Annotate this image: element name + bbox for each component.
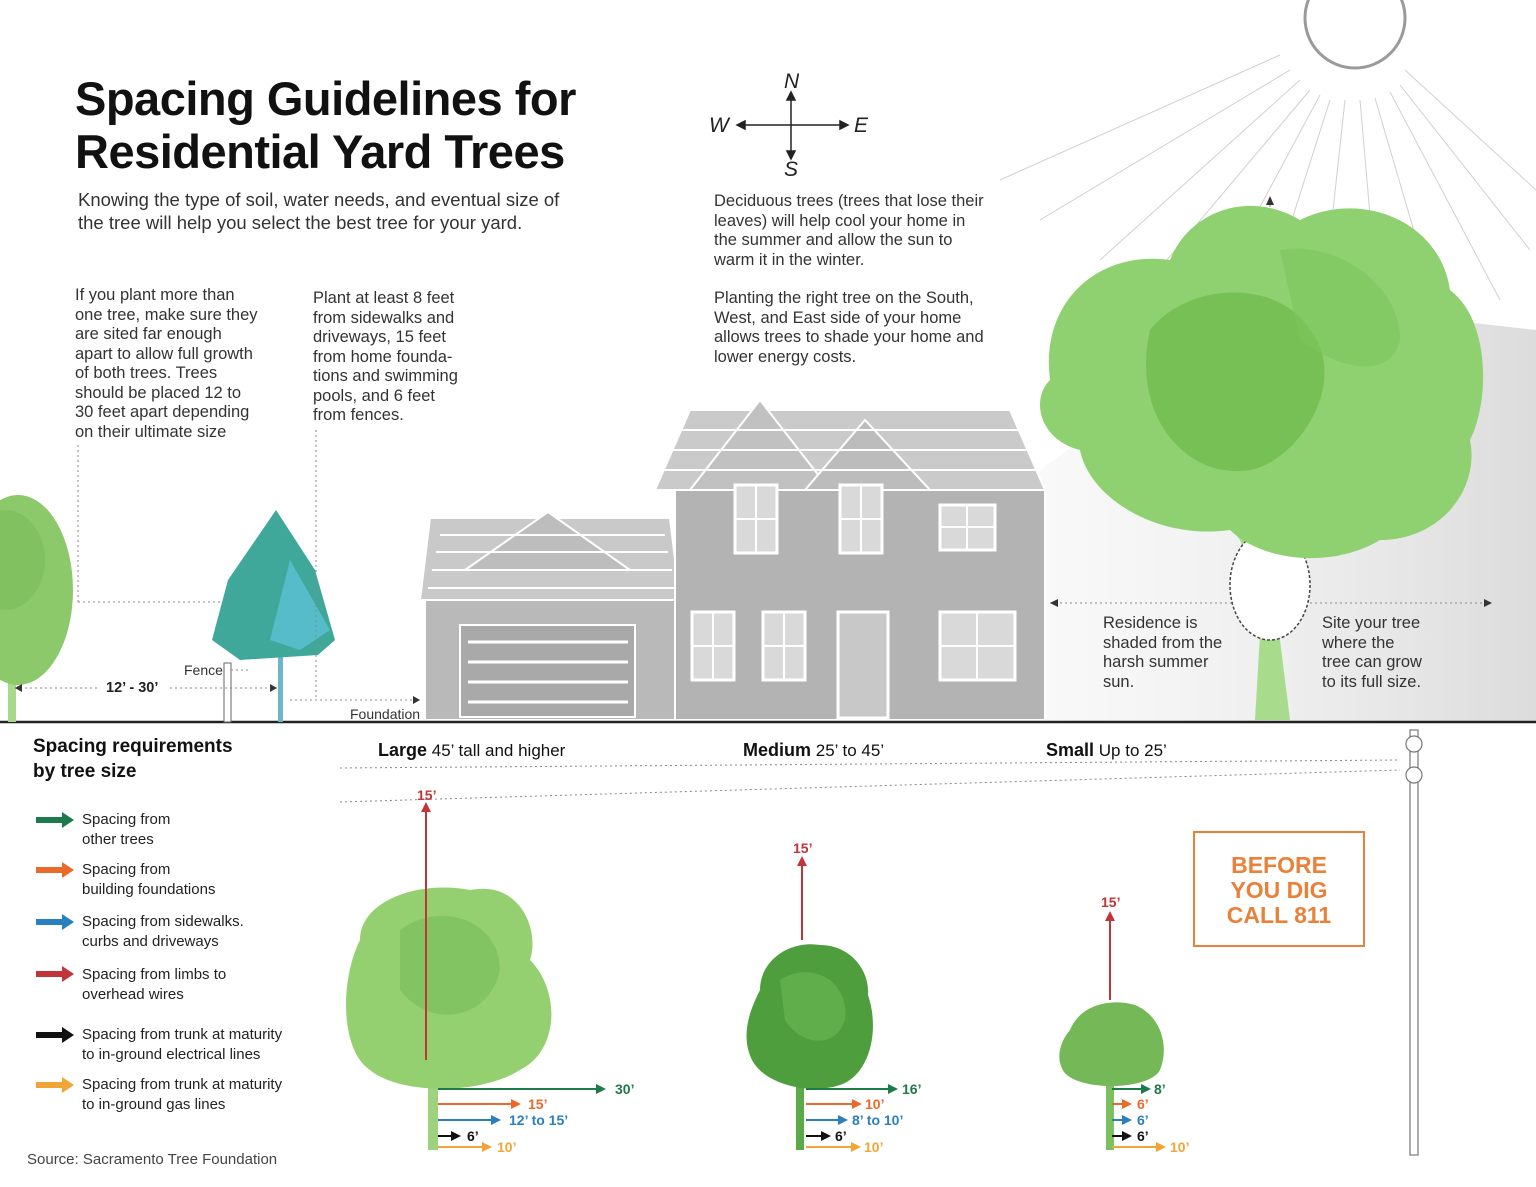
- intro-line: Knowing the type of soil, water needs, a…: [78, 189, 560, 210]
- medium-trees-value: 16’: [902, 1081, 922, 1097]
- note-shaded: Residence is shaded from the harsh summe…: [1103, 614, 1223, 691]
- legend-arrows: [36, 812, 74, 1093]
- note-plant-distance: Plant at least 8 feet from sidewalks and…: [313, 289, 458, 424]
- note-site-tree: Site your tree where the tree can grow t…: [1322, 614, 1422, 691]
- small-trees-value: 8’: [1154, 1081, 1166, 1097]
- legend-arrow-trees: [36, 812, 74, 828]
- large-foundations-value: 15’: [528, 1096, 548, 1112]
- size-medium-heading: Medium 25’ to 45’: [743, 740, 885, 760]
- medium-gas-value: 10’: [864, 1139, 884, 1155]
- size-large-heading: Large 45’ tall and higher: [378, 740, 566, 760]
- call-811-box: BEFORE YOU DIG CALL 811: [1193, 831, 1365, 947]
- legend-arrow-wires: [36, 966, 74, 982]
- medium-electrical-value: 6’: [835, 1128, 847, 1144]
- fence-post: [223, 662, 232, 723]
- source-credit: Source: Sacramento Tree Foundation: [27, 1151, 278, 1168]
- large-shade-tree: [1040, 205, 1484, 720]
- legend-arrow-sidewalks: [36, 914, 74, 930]
- large-trees-value: 30’: [615, 1081, 635, 1097]
- medium-spacing-arrows: [797, 856, 898, 1152]
- page-title: Spacing Guidelines for Residential Yard …: [75, 72, 576, 178]
- large-spacing-arrows: [421, 802, 606, 1152]
- note-multiple-trees: If you plant more than one tree, make su…: [75, 286, 258, 441]
- title-line-2: Residential Yard Trees: [75, 125, 565, 178]
- conifer-tree: [212, 510, 335, 722]
- title-line-1: Spacing Guidelines for: [75, 72, 576, 125]
- note-planting-side: Planting the right tree on the South, We…: [714, 289, 984, 366]
- legend-arrow-gas: [36, 1077, 74, 1093]
- medium-foundations-value: 10’: [865, 1096, 885, 1112]
- sun-icon: [1303, 0, 1407, 70]
- foundation-label: Foundation: [350, 706, 421, 722]
- left-tree: [0, 495, 73, 722]
- large-electrical-value: 6’: [467, 1128, 479, 1144]
- medium-tree-illustration: [746, 944, 873, 1150]
- small-tree-illustration: [1059, 1002, 1164, 1150]
- small-wires-value: 15’: [1101, 894, 1121, 910]
- small-spacing-arrows: [1105, 911, 1166, 1152]
- large-gas-value: 10’: [497, 1139, 517, 1155]
- note-deciduous: Deciduous trees (trees that lose their l…: [714, 192, 984, 269]
- medium-sidewalks-value: 8’ to 10’: [852, 1112, 904, 1128]
- large-tree-illustration: [346, 887, 552, 1150]
- compass-east: E: [854, 114, 869, 137]
- small-foundations-value: 6’: [1137, 1096, 1149, 1112]
- fence-label: Fence: [184, 662, 223, 678]
- legend-item-sidewalks: Spacing from sidewalks.curbs and drivewa…: [82, 913, 244, 950]
- compass-west: W: [709, 114, 729, 137]
- size-small-heading: Small Up to 25’: [1046, 740, 1167, 760]
- large-sidewalks-value: 12’ to 15’: [509, 1112, 569, 1128]
- compass-north: N: [784, 70, 800, 93]
- house: [418, 398, 1047, 721]
- utility-pole: [1405, 729, 1423, 1156]
- small-gas-value: 10’: [1170, 1139, 1190, 1155]
- legend-arrow-foundations: [36, 862, 74, 878]
- small-sidewalks-value: 6’: [1137, 1112, 1149, 1128]
- legend-arrow-electrical: [36, 1027, 74, 1043]
- tree-gap-label: 12’ - 30’: [106, 680, 159, 696]
- large-wires-value: 15’: [417, 787, 437, 803]
- medium-wires-value: 15’: [793, 840, 813, 856]
- small-electrical-value: 6’: [1137, 1128, 1149, 1144]
- intro-line: the tree will help you select the best t…: [78, 212, 523, 233]
- compass-icon: [735, 90, 850, 161]
- compass-south: S: [784, 158, 799, 181]
- spacing-section-title: Spacing requirements by tree size: [33, 736, 233, 782]
- intro-text: Knowing the type of soil, water needs, a…: [78, 188, 559, 234]
